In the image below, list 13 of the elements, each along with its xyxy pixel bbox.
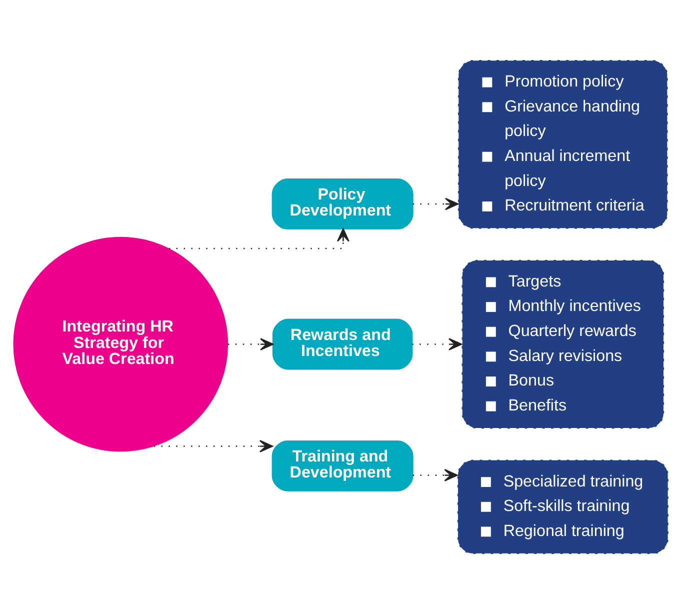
- arrow: [412, 468, 458, 481]
- arrow: [154, 440, 273, 452]
- node-box: Promotion policy Grievance handing policy Annual increment policy Recruitment criteria: [457, 58, 668, 229]
- arrow: [412, 338, 462, 350]
- node-box: Targets Monthly incentives Quarterly rewards Salary revisions Bonus Benefits: [461, 258, 665, 429]
- node-box: Policy Development: [272, 178, 414, 229]
- node-box: Rewards and Incentives: [272, 318, 413, 370]
- node-box: Specialized training Soft-skills training Regional training: [456, 458, 670, 554]
- arrow: [228, 338, 274, 350]
- node-circle: Integrating HR Strategy for Value Creation: [13, 236, 228, 452]
- arrow: [412, 197, 459, 210]
- node-box: Training and Development: [272, 440, 414, 491]
- arrow: [168, 228, 350, 249]
